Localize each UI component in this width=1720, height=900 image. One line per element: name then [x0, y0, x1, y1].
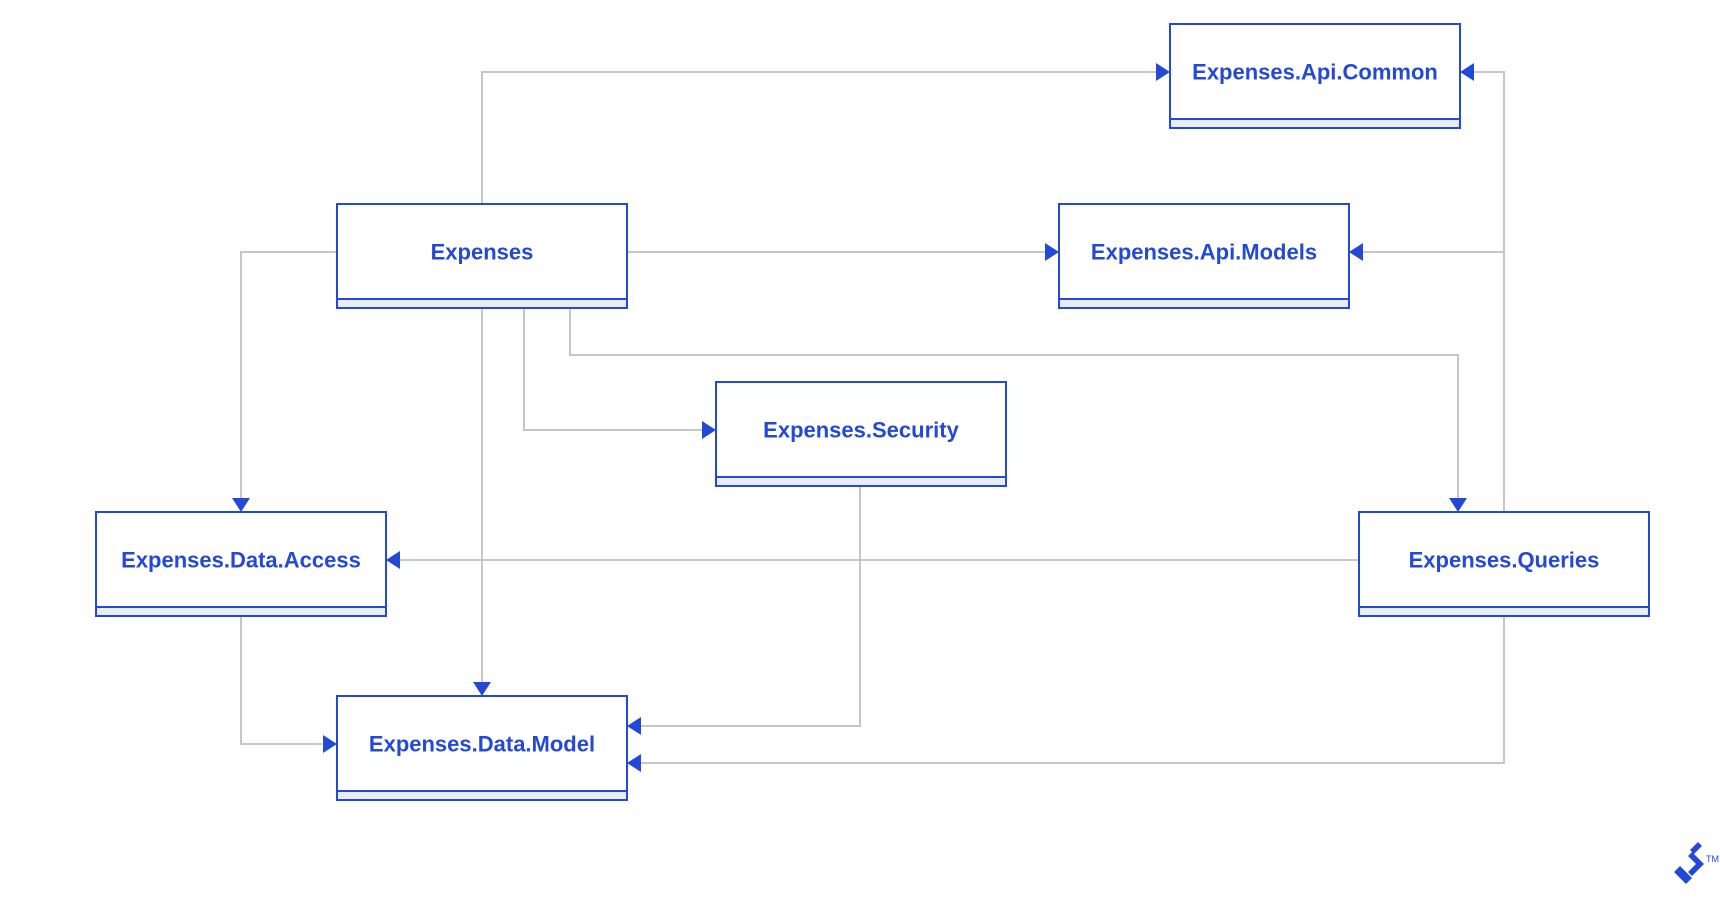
arrowhead-security-left	[702, 421, 716, 439]
edge-data-access-to-data-model	[240, 617, 322, 745]
node-api-common: Expenses.Api.Common	[1169, 23, 1461, 129]
node-label: Expenses	[431, 240, 534, 265]
edge-expenses-to-queries	[569, 309, 1459, 502]
connectors	[240, 71, 1505, 764]
node-label: Expenses.Api.Models	[1091, 240, 1317, 265]
edge-queries-to-data-model	[641, 617, 1505, 764]
arrowhead-api-common-left	[1156, 63, 1170, 81]
toptal-logo-icon: TM	[1674, 842, 1719, 884]
edge-expenses-to-security	[523, 309, 704, 431]
edge-expenses-to-data-access	[240, 251, 337, 502]
arrowhead-data-model-left	[323, 735, 337, 753]
arrowhead-data-access-top	[232, 498, 250, 512]
edge-queries-to-api-common	[1472, 71, 1505, 512]
node-queries: Expenses.Queries	[1358, 511, 1650, 617]
arrowhead-data-model-right-upper	[627, 717, 641, 735]
arrowhead-api-models-left	[1045, 243, 1059, 261]
logo-trademark: TM	[1706, 854, 1719, 864]
arrowhead-data-model-top	[473, 682, 491, 696]
node-label: Expenses.Security	[763, 418, 959, 443]
arrowhead-api-models-right	[1349, 243, 1363, 261]
arrowhead-data-model-right-lower	[627, 754, 641, 772]
arrowhead-data-access-right	[386, 551, 400, 569]
node-label: Expenses.Queries	[1409, 548, 1600, 573]
node-label: Expenses.Data.Access	[121, 548, 361, 573]
node-label: Expenses.Data.Model	[369, 732, 595, 757]
node-data-model: Expenses.Data.Model	[336, 695, 628, 801]
node-label: Expenses.Api.Common	[1192, 60, 1438, 85]
node-data-access: Expenses.Data.Access	[95, 511, 387, 617]
node-expenses: Expenses	[336, 203, 628, 309]
arrowhead-queries-top	[1449, 498, 1467, 512]
edge-security-to-data-model	[641, 487, 861, 727]
arrowheads	[232, 63, 1474, 772]
arrowhead-api-common-right	[1460, 63, 1474, 81]
node-api-models: Expenses.Api.Models	[1058, 203, 1350, 309]
edge-expenses-to-api-common	[481, 71, 1158, 203]
node-security: Expenses.Security	[715, 381, 1007, 487]
